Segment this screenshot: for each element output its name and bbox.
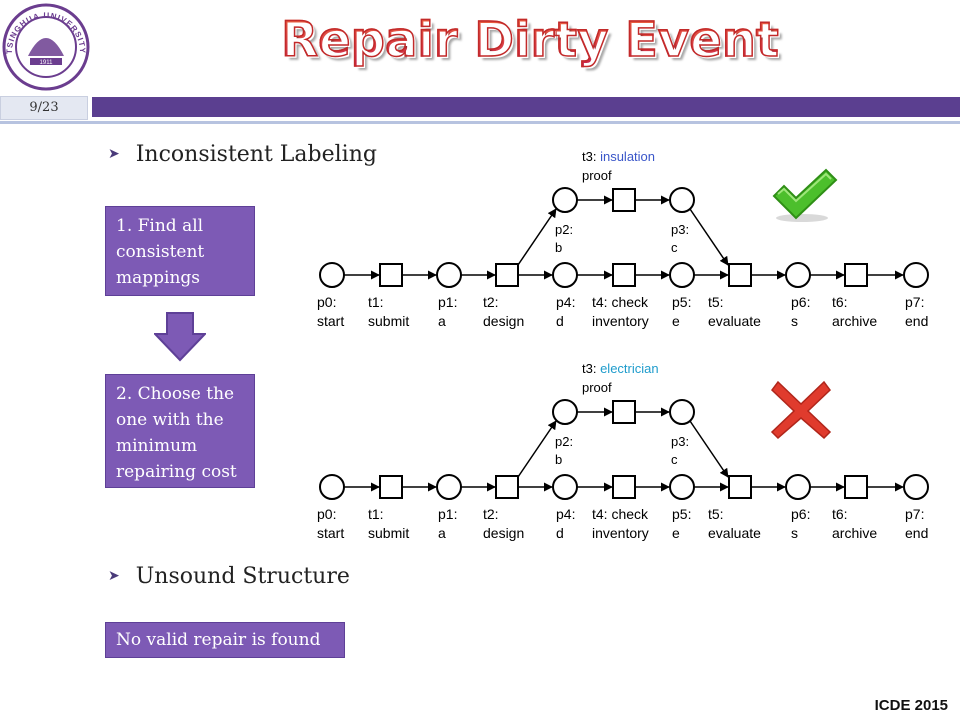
node-label: p4:d [556,294,575,329]
transition-node-t3 [612,400,636,424]
process-net-1: p0:start t1:submit p1:a t2:design p4:d t4: ch… [317,149,929,329]
arc-edge [689,420,729,478]
branch-place-label: p2:b [555,434,573,467]
place-node [669,262,695,288]
place-node [669,474,695,500]
node-label: t6:archive [832,506,877,541]
header-bar [92,97,960,117]
place-node-p3 [669,399,695,425]
node-label: t5:evaluate [708,506,761,541]
transition-node [728,475,752,499]
footer-conference: ICDE 2015 [874,697,948,714]
place-node-p3 [669,187,695,213]
node-label: p7:end [905,294,928,329]
transition-node [379,263,403,287]
place-node [319,474,345,500]
process-net-2: p0:start t1:submit p1:a t2:design p4:d t4: ch… [317,361,929,541]
transition-node [612,263,636,287]
node-label: t1:submit [368,294,409,329]
place-node-p2 [552,399,578,425]
down-arrow-icon [154,312,206,362]
node-label: p5:e [672,506,691,541]
place-node [785,262,811,288]
place-node-p2 [552,187,578,213]
cross-icon [770,380,832,440]
node-label: p5:e [672,294,691,329]
branch-place-label: p3:c [671,222,689,255]
arc-edge [517,208,557,266]
transition-node [379,475,403,499]
header-line [0,121,960,124]
svg-text:t3: insulation proof: t3: insulation proof [582,149,659,183]
arc-edge [517,420,557,478]
branch-line2: proof [582,168,612,183]
transition-node-t3 [612,188,636,212]
logo-year: 1911 [40,60,54,66]
place-node [436,474,462,500]
node-label: p4:d [556,506,575,541]
node-label: t1:submit [368,506,409,541]
node-label: t5:evaluate [708,294,761,329]
transition-node [844,263,868,287]
node-label: p0:start [317,294,344,329]
university-logo: 1911 TSINGHUA UNIVERSITY [2,3,90,91]
slide-title: Repair Dirty Event [280,11,779,69]
branch-prefix: t3: [582,149,600,164]
bullet-arrow-icon: ➤ [108,146,120,162]
node-label: p6:s [791,506,810,541]
bullet-arrow-icon: ➤ [108,568,120,584]
node-label: t6:archive [832,294,877,329]
place-node [552,474,578,500]
place-node [903,474,929,500]
node-label: p0:start [317,506,344,541]
transition-node [844,475,868,499]
node-label: t2:design [483,506,524,541]
transition-node [495,263,519,287]
step1-box: 1. Find all consistent mappings [105,206,255,296]
branch-place-label: p3:c [671,434,689,467]
place-node [903,262,929,288]
branch-line2: proof [582,380,612,395]
branch-prefix: t3: [582,361,600,376]
place-node [436,262,462,288]
checkmark-icon [772,168,838,222]
svg-text:t3: electrician proof: t3: electrician proof [582,361,662,395]
place-node [785,474,811,500]
no-repair-box: No valid repair is found [105,622,345,658]
node-label: p1:a [438,506,457,541]
node-label: t2:design [483,294,524,329]
step2-box: 2. Choose the one with the minimum repai… [105,374,255,488]
node-label: p6:s [791,294,810,329]
page-number: 9/23 [0,96,88,120]
bullet-inconsistent-labeling: ➤Inconsistent Labeling [108,142,377,167]
node-label: p1:a [438,294,457,329]
transition-node [495,475,519,499]
branch-event-label: electrician [600,361,659,376]
branch-event-label: insulation [600,149,655,164]
transition-node [728,263,752,287]
bullet-unsound-structure: ➤Unsound Structure [108,564,350,589]
place-node [552,262,578,288]
place-node [319,262,345,288]
node-label: p7:end [905,506,928,541]
branch-place-label: p2:b [555,222,573,255]
arc-edge [689,208,729,266]
transition-node [612,475,636,499]
